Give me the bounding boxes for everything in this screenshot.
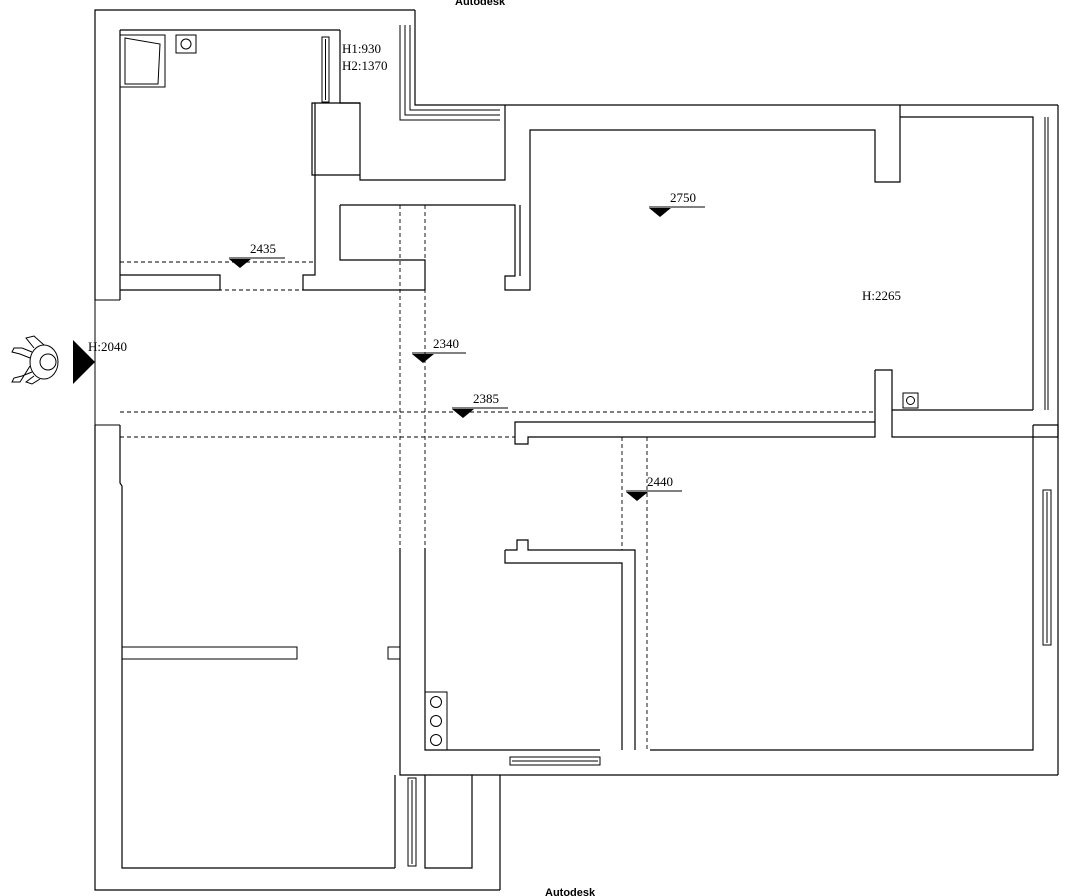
entrance-arrow-icon xyxy=(73,340,95,384)
level-marker-2440: 2440 xyxy=(626,474,682,501)
level-text-2435: 2435 xyxy=(250,241,276,256)
person-icon xyxy=(11,335,59,385)
level-text-2440: 2440 xyxy=(647,474,673,489)
level-marker-2340: 2340 xyxy=(412,336,466,363)
entrance-height: H:2040 xyxy=(88,339,127,354)
level-text-2385: 2385 xyxy=(473,391,499,406)
interior-walls xyxy=(120,103,1059,869)
watermark-bottom: Autodesk xyxy=(545,887,596,896)
dashed-beams xyxy=(120,205,875,750)
level-text-2750: 2750 xyxy=(670,190,696,205)
watermark-top: Autodesk xyxy=(455,0,506,8)
window-height-h2: H2:1370 xyxy=(342,58,388,73)
living-height: H:2265 xyxy=(862,288,901,303)
level-marker-2750: 2750 xyxy=(649,190,705,217)
level-marker-2385: 2385 xyxy=(452,391,508,418)
level-text-2340: 2340 xyxy=(433,336,459,351)
level-marker-2435: 2435 xyxy=(229,241,285,268)
window-height-h1: H1:930 xyxy=(342,41,381,56)
upper-left-structures xyxy=(119,25,506,181)
